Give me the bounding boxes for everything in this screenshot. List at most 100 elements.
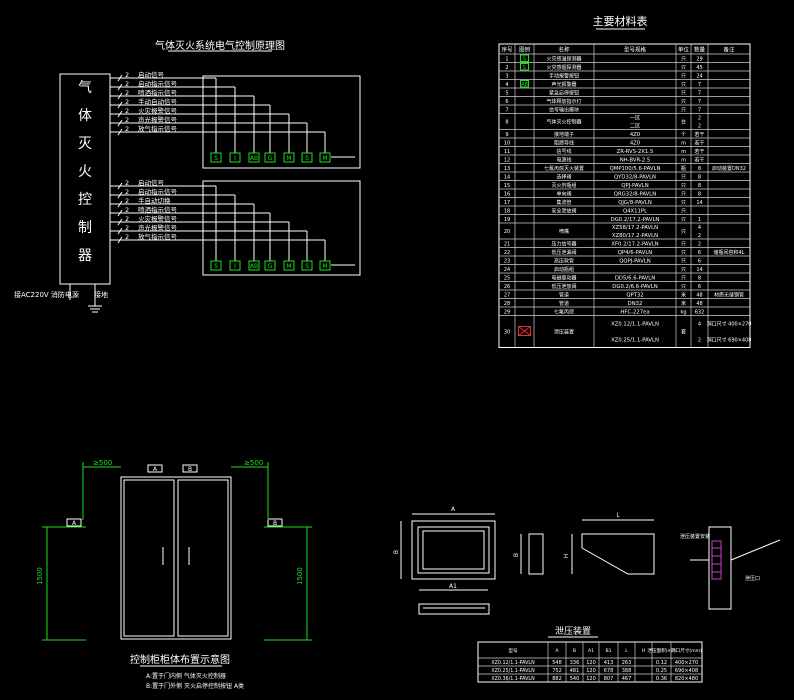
controller-char: 控 [78,192,92,208]
vent-header-cell: A1 [588,648,594,654]
wire-number: 2 [125,188,129,196]
wire-number: 2 [125,197,129,205]
wire-number: 2 [125,89,129,97]
materials-cell: QPT32 [626,292,643,298]
device-symbol-label: M [322,155,327,162]
materials-cell: 22 [504,250,510,256]
materials-cell: 8 [698,275,701,281]
materials-cell: 30 [504,330,510,336]
signal-label: 手动自动信号 [138,97,178,106]
signal-label: 喷洒指示信号 [138,205,178,214]
materials-cell: 8 [698,183,701,189]
materials-cell: 9 [505,132,508,138]
materials-cell: 七氟丙烷 [554,308,574,315]
wire-number: 2 [125,107,129,115]
vent-header-cell: 洞口尺寸(mm) [671,647,702,654]
materials-cell: 8 [698,191,701,197]
materials-title: 主要材料表 [593,14,648,28]
materials-cell: DD5/6.6-PAVLN [615,275,655,281]
materials-cell: 23 [504,258,510,264]
materials-cell: 米 [681,300,686,307]
materials-cell: 6 [698,250,701,256]
vent-mount-label: 泄压装置安装 [680,533,710,540]
materials-cell: 套 [681,329,686,336]
materials-cell: DG0.2/17.2-PAVLN [611,217,660,223]
device-symbol-label: I [234,263,236,270]
vent-cell: 752 [552,668,562,674]
cabinet-layout-plan: A B A 1500 B 1500 ≥500 ≥500 控制柜柜体布置示意图 A… [36,459,312,690]
vent-header-cell: 泄压面积(m²) [647,647,675,654]
materials-cell: QPJ-PAVLN [621,183,648,189]
vent-front-view [411,520,496,580]
device-symbol-label: S [305,155,309,162]
materials-header-cell: 数量 [694,46,706,54]
materials-cell: 二区 [630,123,641,130]
device-symbol [264,152,276,163]
device-symbol [264,260,276,271]
signal-label: 放气指示信号 [138,124,178,133]
materials-cell: QYD32/8-PAVLN [614,174,656,180]
materials-cell: 声光报警器 [551,81,576,88]
materials-cell: 24 [504,267,510,273]
group2-box [202,180,361,276]
cabinet [120,476,232,640]
materials-cell: 20 [504,229,510,235]
materials-cell: 只 [681,99,686,105]
materials-cell: 28 [504,301,510,307]
signal-label: 启动信号 [138,178,165,187]
device-symbol [210,260,222,271]
vent-cell: 807 [604,676,614,682]
materials-cell: 启动瓶组 [554,266,574,273]
materials-cell: 48 [696,301,702,307]
vent-cell: 820×480 [675,676,698,682]
vent-header-cell: B [573,648,576,654]
svg-text:H: H [563,554,570,559]
device-symbol [210,152,222,163]
device-symbol-label: AB [250,155,258,162]
materials-cell: 2 [698,338,701,344]
vent-cell: 263 [622,660,632,666]
materials-cell: 火灾感温探测器 [546,55,581,62]
vent-cell: 336 [570,660,580,666]
wire-number: 2 [125,233,129,241]
materials-cell: XF0.2/17.2-PAVLN [611,241,658,247]
materials-cell: 24 [696,73,702,79]
materials-header-cell: 型号规格 [624,46,647,54]
wall-section [708,526,732,610]
materials-cell: 气体释放指示灯 [546,98,581,105]
module-a-label: A [153,466,158,473]
materials-cell: 21 [504,241,510,247]
materials-cell: 火灾感烟探测器 [546,64,581,71]
materials-cell: 8 [698,166,701,172]
materials-cell: 灭火剂瓶组 [551,182,576,189]
right-height-dim: 1500 [296,567,304,585]
materials-cell: 5 [505,90,508,96]
wire-number: 2 [125,116,129,124]
materials-cell: 只 [681,241,686,247]
vent-symbol [518,326,531,336]
materials-cell: 七氟丙烷灭火装置 [544,165,584,172]
materials-cell: 电磁驱动器 [551,274,576,281]
materials-cell: 高压软管 [554,257,574,264]
device-symbol-label: M [286,155,291,162]
materials-header-cell: 名称 [558,46,570,54]
vent-header-cell: L [625,648,628,654]
signal-label: 启动指示信号 [138,187,178,196]
materials-cell: 个 [681,132,686,138]
materials-header-cell: 单位 [678,46,690,54]
controller-char: 制 [78,220,92,236]
materials-cell: 压力信号器 [551,240,576,247]
signal-label: 启动信号 [138,70,165,79]
materials-cell: 14 [696,267,702,273]
materials-cell: QMP100/5.6-PAVLN [610,166,661,172]
materials-cell: 洞口尺寸 690×408 [707,337,752,344]
materials-cell: NH-BVR-2.5 [620,157,651,163]
signal-label: 手自动切换 [138,196,171,205]
materials-cell: XZ58/17.2-PAVLN [612,225,658,231]
